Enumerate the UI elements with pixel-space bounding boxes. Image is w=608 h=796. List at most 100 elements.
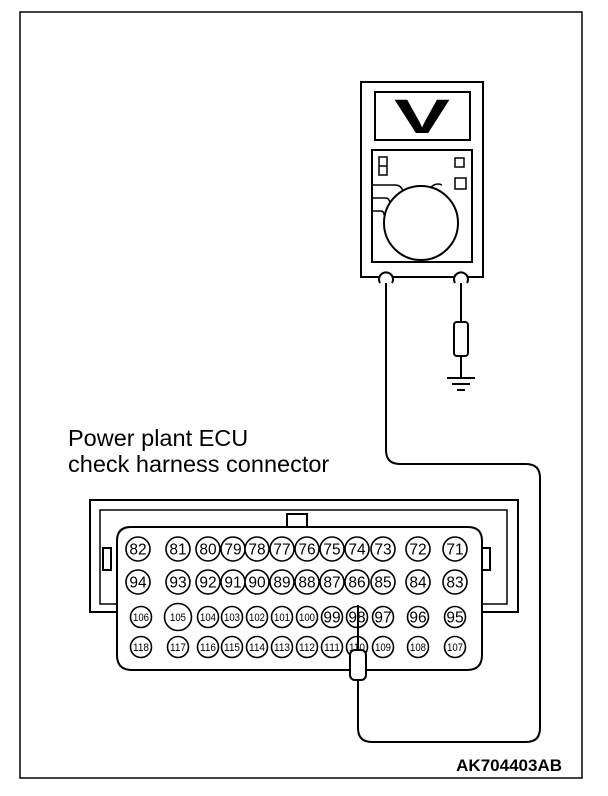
pin-circle [371, 605, 395, 629]
pin-circle [370, 536, 396, 562]
connector-pin: 99 [320, 605, 344, 629]
pin-number: 87 [323, 575, 340, 592]
connector-pin: 86 [344, 569, 370, 595]
pin-number: 109 [375, 642, 391, 654]
connector-pin: 117 [166, 635, 190, 659]
connector-pin: 89 [269, 569, 295, 595]
pin-circle [370, 569, 396, 595]
pin-number: 80 [199, 542, 217, 559]
connector-pin: 94 [125, 569, 151, 595]
connector-pin: 76 [294, 536, 320, 562]
pin-circle [196, 605, 220, 629]
pin-number: 82 [129, 542, 146, 559]
connector-pin: 79 [220, 536, 246, 562]
connector-pin: 100 [295, 605, 319, 629]
pin-number: 78 [248, 542, 265, 559]
pin-circle [443, 605, 467, 629]
pin-circle [320, 635, 344, 659]
connector-pin: 81 [165, 536, 191, 562]
connector-pin: 74 [344, 536, 370, 562]
connector-pin: 91 [220, 569, 246, 595]
meter-terminal-right [453, 271, 469, 284]
connector-pin: 102 [245, 605, 269, 629]
pin-number: 83 [446, 575, 463, 592]
connector-pin: 101 [270, 605, 294, 629]
multimeter: V [360, 81, 484, 284]
pin-number: 89 [273, 575, 290, 592]
pin-circle [320, 605, 344, 629]
connector-pin: 84 [405, 569, 431, 595]
pin-circle [220, 605, 244, 629]
pin-circle [344, 536, 370, 562]
pin-circle [245, 635, 269, 659]
pin-number: 81 [169, 542, 186, 559]
pin-circle [244, 536, 270, 562]
pin-number: 115 [224, 642, 240, 654]
pin-number: 88 [298, 575, 315, 592]
pin-circle [294, 536, 320, 562]
connector-lock-tab [286, 513, 308, 528]
connector-pin: 83 [442, 569, 468, 595]
pin-circle [269, 569, 295, 595]
pin-circle [165, 569, 191, 595]
connector-pin: 104 [196, 605, 220, 629]
pin-number: 99 [323, 610, 340, 627]
connector-pin: 103 [220, 605, 244, 629]
connector-pin: 113 [270, 635, 294, 659]
pin-circle [295, 605, 319, 629]
measurement-lead [349, 283, 541, 743]
connector-pin: 87 [319, 569, 345, 595]
connector-side-tab-left [102, 547, 112, 571]
connector-title-line2: check harness connector [68, 451, 329, 477]
range-markings [373, 183, 443, 216]
mode-button-icon [454, 157, 465, 168]
pin-circle [270, 605, 294, 629]
pin-circle [371, 635, 395, 659]
connector-pin: 90 [244, 569, 270, 595]
range-indicator [378, 156, 388, 176]
pin-circle [125, 569, 151, 595]
pin-number: 101 [274, 612, 290, 624]
pin-number: 118 [133, 642, 149, 654]
pin-number: 107 [447, 642, 463, 654]
pin-circle [294, 569, 320, 595]
pin-circle [195, 569, 221, 595]
connector-pin: 77 [269, 536, 295, 562]
pin-circle [196, 635, 220, 659]
pin-number: 105 [170, 612, 186, 624]
pin-number: 92 [199, 575, 216, 592]
pin-number: 71 [446, 542, 463, 559]
connector-pin: 75 [319, 536, 345, 562]
connector-pin: 118 [129, 635, 153, 659]
pin-number: 72 [409, 542, 426, 559]
pin-number: 97 [374, 610, 391, 627]
pin-number: 114 [249, 642, 265, 654]
pin-number: 111 [324, 642, 340, 654]
pin-number: 85 [374, 575, 391, 592]
pin-number: 84 [409, 575, 427, 592]
pin-number: 74 [348, 542, 366, 559]
pin-circle [220, 635, 244, 659]
pin-number: 116 [200, 642, 216, 654]
pin-number: 86 [348, 575, 365, 592]
pin-number: 73 [374, 542, 391, 559]
pin-circle [295, 635, 319, 659]
connector-pin: 92 [195, 569, 221, 595]
connector-pin: 107 [443, 635, 467, 659]
ground-lead [447, 283, 475, 391]
diagram-frame [19, 11, 583, 779]
connector-pin: 93 [165, 569, 191, 595]
pin-number: 77 [273, 542, 290, 559]
connector-pin: 112 [295, 635, 319, 659]
pin-number: 93 [169, 575, 186, 592]
pin-number: 95 [446, 610, 463, 627]
connector-pin: 96 [406, 605, 430, 629]
connector-pin: 85 [370, 569, 396, 595]
connector-pin: 106 [129, 605, 153, 629]
pin-circle [406, 605, 430, 629]
pin-number: 96 [409, 610, 426, 627]
multimeter-display [374, 91, 471, 141]
pin-circle [166, 635, 190, 659]
pin-number: 94 [129, 575, 147, 592]
